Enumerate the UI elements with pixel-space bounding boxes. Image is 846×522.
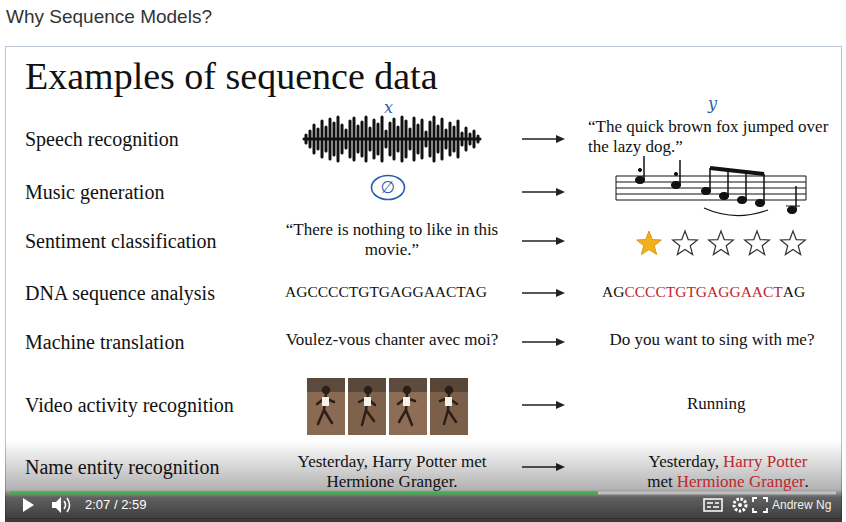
rating-stars: [637, 231, 806, 255]
play-icon: [23, 498, 34, 512]
row-label: Name entity recognition: [25, 455, 219, 479]
slide-title: Examples of sequence data: [25, 56, 438, 98]
volume-icon: [52, 497, 70, 513]
row-label: Speech recognition: [25, 127, 179, 151]
row-label: Sentiment classification: [25, 229, 217, 253]
player-overlay: [5, 440, 842, 522]
dna-sequence: AGCCCCTGTGAGGAACTAG: [285, 283, 487, 302]
output-text: Do you want to sing with me?: [597, 330, 827, 350]
page-header: Why Sequence Models?: [6, 6, 212, 29]
speech-waveform: [304, 117, 480, 161]
mapping-arrows: [522, 135, 565, 471]
row-label: Music generation: [25, 180, 164, 204]
output-text: Yesterday,: [649, 452, 719, 472]
progress-played: [10, 492, 598, 495]
row-label: DNA sequence analysis: [25, 281, 215, 305]
input-text: Yesterday, Harry Potter met Hermione Gra…: [282, 452, 502, 493]
row-label: Video activity recognition: [25, 393, 234, 417]
output-text: .: [805, 472, 809, 492]
fullscreen-icon: [753, 498, 767, 512]
handwritten-annotation: x: [384, 98, 393, 117]
node-text: ∅: [381, 177, 396, 197]
circle-outline: [372, 176, 405, 200]
output-text: Running: [687, 394, 746, 414]
progress-remaining: [598, 492, 836, 495]
watermark: Andrew Ng: [772, 498, 831, 512]
output-text: Harry Potter: [723, 452, 808, 472]
dna-sequence: CCCCTGTGAGGAACT: [624, 283, 782, 302]
handwritten-annotation: y: [708, 94, 717, 113]
settings-icon: [734, 499, 746, 511]
dna-sequence: AG: [783, 283, 805, 302]
output-text: Hermione Granger: [677, 472, 805, 492]
output-text: “The quick brown fox jumped over the laz…: [588, 117, 838, 158]
input-text: “There is nothing to like in this movie.…: [282, 220, 502, 261]
music-score: [616, 156, 806, 216]
input-text: Voulez-vous chanter avec moi?: [282, 330, 502, 350]
video-frames: [307, 378, 468, 435]
captions-icon: [704, 499, 722, 511]
input-circle: ∅: [370, 174, 406, 201]
dna-sequence: AG: [602, 283, 624, 302]
row-label: Machine translation: [25, 330, 184, 354]
output-text: met: [647, 472, 673, 492]
video-time: 2:07 / 2:59: [85, 497, 146, 513]
